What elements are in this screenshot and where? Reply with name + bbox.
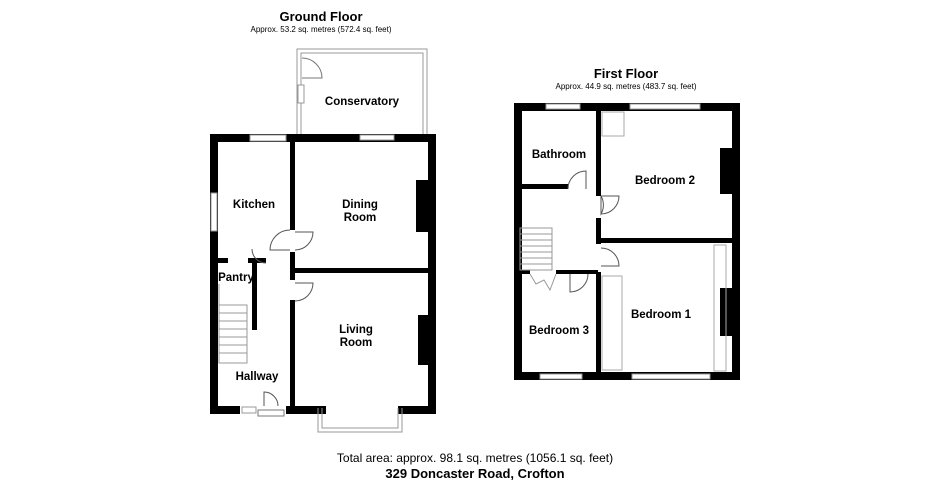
first-floor-stairs (519, 227, 557, 292)
room-label-conservatory: Conservatory (324, 96, 400, 108)
ground-floor-doors (251, 229, 314, 407)
first-floor-plan (514, 103, 740, 380)
ground-floor-plan (210, 48, 436, 433)
room-label-hallway: Hallway (235, 371, 279, 383)
first-floor-doors (567, 170, 620, 293)
living-room-chimney-breast (418, 315, 430, 365)
first-floor-title: First Floor (593, 66, 659, 81)
ground-floor-area: Approx. 53.2 sq. metres (572.4 sq. feet) (250, 25, 392, 34)
ground-floor-internal-walls (214, 134, 432, 410)
dining-room-chimney-breast (416, 180, 430, 232)
first-floor-windows (539, 103, 711, 380)
first-floor-internal-walls (518, 108, 734, 376)
room-label-bedroom-2: Bedroom 2 (634, 175, 696, 187)
bedroom-2-chimney-breast (720, 148, 734, 194)
first-floor-fittings (601, 111, 727, 372)
room-label-living-room: Living Room (339, 324, 373, 349)
ground-floor-windows (210, 134, 395, 414)
first-floor-area: Approx. 44.9 sq. metres (483.7 sq. feet) (555, 82, 697, 91)
living-room-bay-window (317, 408, 403, 433)
ground-floor-title: Ground Floor (279, 9, 363, 24)
room-label-bathroom: Bathroom (531, 149, 587, 161)
ground-floor-stairs (218, 284, 248, 364)
conservatory-outline (296, 48, 428, 140)
total-area: Total area: approx. 98.1 sq. metres (105… (336, 451, 614, 465)
bedroom-1-chimney-breast (720, 288, 734, 336)
room-label-dining-room: Dining Room (342, 199, 378, 224)
room-label-kitchen: Kitchen (232, 199, 276, 211)
front-door-step (257, 409, 285, 417)
room-label-pantry: Pantry (218, 272, 254, 284)
conservatory-door (301, 57, 323, 79)
conservatory-window (297, 84, 305, 104)
property-address: 329 Doncaster Road, Crofton (385, 466, 565, 481)
room-label-bedroom-3: Bedroom 3 (528, 325, 590, 337)
first-floor-outer-walls (514, 103, 740, 380)
room-label-bedroom-1: Bedroom 1 (630, 309, 692, 321)
